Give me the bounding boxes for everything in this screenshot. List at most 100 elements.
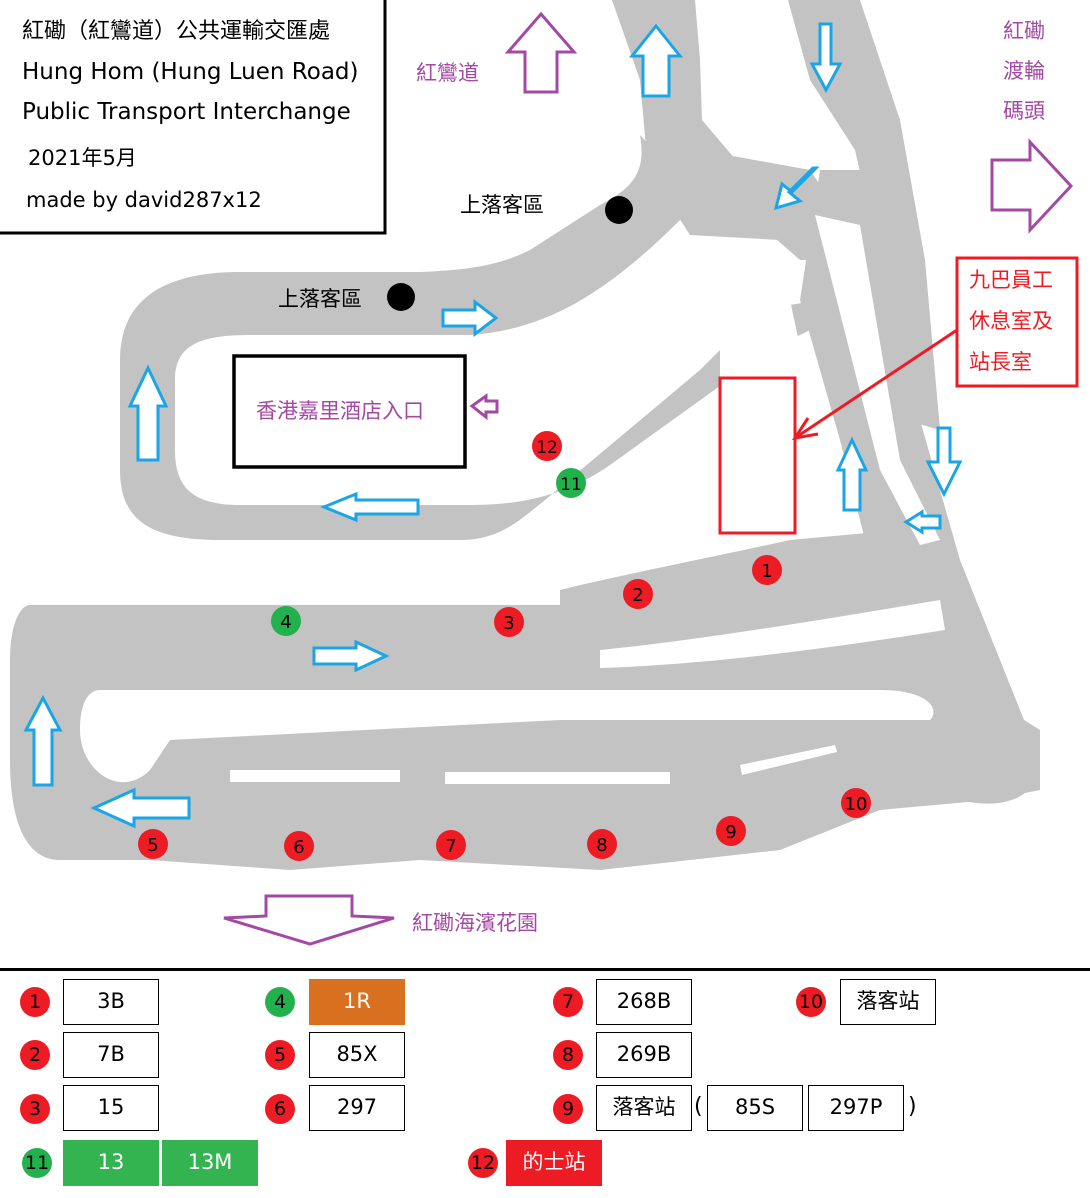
legend-num-8: 8 xyxy=(553,1040,583,1070)
legend-divider xyxy=(0,968,1090,971)
label-hotel-entrance: 香港嘉里酒店入口 xyxy=(256,399,424,423)
blue-arrow-left-icon xyxy=(320,491,420,523)
island-kmb xyxy=(720,300,820,535)
stop-marker-11: 11 xyxy=(556,468,586,498)
blue-arrow-left-small-icon xyxy=(903,509,942,535)
legend-num-7: 7 xyxy=(553,987,583,1017)
legend-route-85s: 85S xyxy=(707,1085,803,1131)
stop-marker-1: 1 xyxy=(752,555,782,585)
svg-text:9: 9 xyxy=(725,822,736,843)
svg-text:6: 6 xyxy=(293,837,304,858)
legend-route-268b: 268B xyxy=(596,979,692,1025)
svg-text:4: 4 xyxy=(280,612,291,633)
legend-route-297p: 297P xyxy=(808,1085,904,1131)
legend-route-269b: 269B xyxy=(596,1032,692,1078)
island-strip-1 xyxy=(230,770,400,782)
stop-marker-4: 4 xyxy=(271,606,301,636)
legend-num-10: 10 xyxy=(796,987,826,1017)
legend-route-15: 15 xyxy=(63,1085,159,1131)
label-ferry-3: 碼頭 xyxy=(1003,99,1045,123)
svg-text:3: 3 xyxy=(503,613,514,634)
legend-num-6: 6 xyxy=(265,1094,295,1124)
islands xyxy=(80,215,945,784)
pointer-arrow-icon xyxy=(791,328,958,441)
legend-set-down-9: 落客站 xyxy=(596,1085,692,1131)
label-harbourfront: 紅磡海濱花園 xyxy=(412,911,538,935)
legend-num-1: 1 xyxy=(20,987,50,1017)
svg-text:1: 1 xyxy=(761,561,772,582)
legend-route-1r: 1R xyxy=(309,979,405,1025)
legend-taxi-stand: 的士站 xyxy=(506,1140,602,1186)
legend-paren-close: ) xyxy=(908,1094,917,1119)
title-author: made by david287x12 xyxy=(26,188,262,212)
legend-num-3: 3 xyxy=(20,1094,50,1124)
direction-arrows xyxy=(223,11,1074,946)
purple-arrow-left-small-icon xyxy=(469,393,499,421)
legend-set-down-10: 落客站 xyxy=(840,979,936,1025)
label-set-down-1: 上落客區 xyxy=(460,193,544,217)
stop-marker-5: 5 xyxy=(138,829,168,859)
stop-marker-2: 2 xyxy=(623,579,653,609)
title-en-2: Public Transport Interchange xyxy=(22,99,351,125)
legend-num-9: 9 xyxy=(553,1094,583,1124)
legend-route-13: 13 xyxy=(63,1140,159,1186)
blue-arrow-right-icon xyxy=(441,298,499,338)
hotel-entrance-box xyxy=(232,354,467,469)
set-down-point-2 xyxy=(387,283,415,311)
legend-num-5: 5 xyxy=(265,1040,295,1070)
blue-arrow-down-icon xyxy=(809,22,843,94)
stop-marker-9: 9 xyxy=(716,816,746,846)
blue-arrow-up-icon xyxy=(628,23,684,98)
stop-marker-3: 3 xyxy=(494,607,524,637)
legend-paren-open: ( xyxy=(694,1094,703,1119)
set-down-point-1 xyxy=(605,196,633,224)
stop-marker-10: 10 xyxy=(841,788,871,818)
legend-num-11: 11 xyxy=(22,1148,52,1178)
interchange-map: 紅磡（紅鸞道）公共運輸交匯處 Hung Hom (Hung Luen Road)… xyxy=(0,0,1079,946)
stop-markers: 1 2 3 4 5 6 7 8 9 10 11 12 xyxy=(138,431,871,861)
purple-arrow-down-icon xyxy=(223,894,395,946)
svg-text:2: 2 xyxy=(632,585,643,606)
island-lower xyxy=(80,690,934,783)
traffic-arrows xyxy=(23,22,963,829)
legend-route-7b: 7B xyxy=(63,1032,159,1078)
stop-marker-12: 12 xyxy=(532,431,562,461)
island-east-strip xyxy=(815,215,940,545)
road-north-right xyxy=(788,0,940,430)
label-kmb-1: 九巴員工 xyxy=(969,268,1053,292)
label-ferry-1: 紅磡 xyxy=(1003,19,1045,43)
legend-num-4: 4 xyxy=(265,987,295,1017)
stop-marker-7: 7 xyxy=(436,830,466,860)
kmb-label-box xyxy=(955,256,1079,388)
label-kmb-3: 站長室 xyxy=(969,350,1032,374)
kmb-room-box xyxy=(718,376,797,535)
island-strip-2 xyxy=(445,772,670,784)
svg-text:12: 12 xyxy=(536,438,558,458)
route-legend: 1 3B 2 7B 3 15 11 13 13M 4 1R 5 85X 6 29… xyxy=(0,968,1090,1198)
purple-arrow-up-icon xyxy=(504,11,578,94)
stop-marker-6: 6 xyxy=(284,831,314,861)
blue-arrow-up-left-loop-icon xyxy=(127,364,169,462)
svg-text:5: 5 xyxy=(147,835,158,856)
legend-num-2: 2 xyxy=(20,1040,50,1070)
svg-text:7: 7 xyxy=(445,836,456,857)
title-en-1: Hung Hom (Hung Luen Road) xyxy=(22,59,359,85)
purple-arrow-right-icon xyxy=(990,138,1074,234)
blue-arrow-right-lower-icon xyxy=(312,639,390,673)
label-set-down-2: 上落客區 xyxy=(278,287,362,311)
blue-arrow-up-right-icon xyxy=(835,436,869,512)
blue-arrow-left-lower-icon xyxy=(90,787,191,829)
label-hung-luen-road: 紅鸞道 xyxy=(416,61,479,85)
blue-arrow-downleft-icon xyxy=(773,166,820,211)
blue-arrow-down-right-icon xyxy=(925,426,963,498)
legend-num-12: 12 xyxy=(468,1148,498,1178)
label-kmb-2: 休息室及 xyxy=(969,309,1053,333)
legend-route-13m: 13M xyxy=(162,1140,258,1186)
svg-text:10: 10 xyxy=(845,794,868,815)
svg-text:8: 8 xyxy=(596,835,607,856)
label-ferry-2: 渡輪 xyxy=(1003,59,1045,83)
stop-marker-8: 8 xyxy=(587,829,617,859)
blue-arrow-up-lower-icon xyxy=(23,694,63,787)
legend-route-297: 297 xyxy=(309,1085,405,1131)
island-mid xyxy=(600,600,945,668)
